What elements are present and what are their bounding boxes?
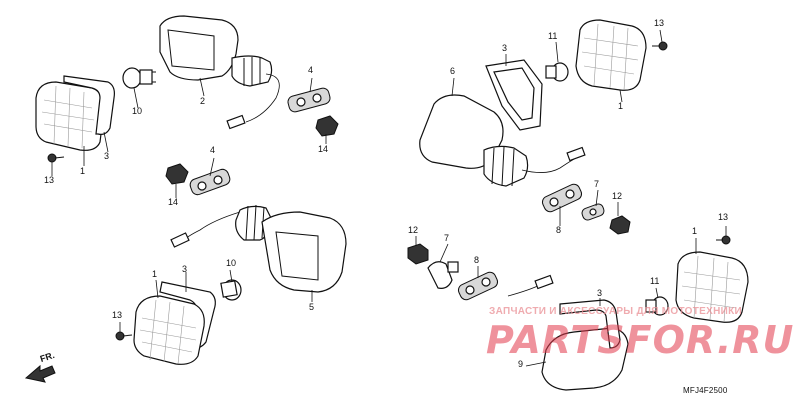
grommet-7-top bbox=[581, 203, 605, 221]
callout-11-a: 11 bbox=[548, 31, 558, 41]
callout-10-a: 10 bbox=[132, 106, 143, 116]
grommet-4-mid bbox=[189, 168, 231, 196]
bulb-11-bottom bbox=[645, 296, 669, 316]
gasket-top-left bbox=[63, 75, 115, 135]
callout-14-a: 14 bbox=[318, 144, 329, 154]
lens-front-left-bottom bbox=[133, 295, 205, 365]
callout-1-d: 1 bbox=[692, 226, 698, 236]
callout-4-b: 4 bbox=[210, 145, 216, 155]
callout-4-a: 4 bbox=[308, 65, 314, 75]
callout-12-a: 12 bbox=[612, 191, 623, 201]
callout-1-b: 1 bbox=[152, 269, 158, 279]
callout-10-b: 10 bbox=[226, 258, 237, 268]
grommet-7-bottom bbox=[427, 261, 459, 289]
callout-7-b: 7 bbox=[444, 233, 450, 243]
watermark-logo: PARTSFOR.RU bbox=[486, 318, 795, 362]
callout-3-c: 3 bbox=[502, 43, 508, 53]
watermark-tagline: ЗАПЧАСТИ И АКСЕССУАРЫ ДЛЯ МОТОТЕХНИКИ bbox=[489, 306, 742, 317]
nut-12-bottom bbox=[407, 243, 429, 265]
callout-7-a: 7 bbox=[594, 179, 600, 189]
diagram-code: MFJ4F2500 bbox=[683, 386, 728, 395]
grommet-4-top bbox=[287, 87, 331, 113]
nut-14-top bbox=[315, 115, 339, 137]
grommet-8-top bbox=[541, 183, 583, 213]
lens-right-bottom bbox=[675, 251, 749, 323]
callout-2: 2 bbox=[200, 96, 206, 106]
housing-bottom bbox=[170, 204, 347, 293]
nut-14-mid bbox=[165, 163, 189, 185]
callout-1-a: 1 bbox=[80, 166, 86, 176]
callout-9: 9 bbox=[518, 359, 524, 369]
housing-6 bbox=[419, 94, 586, 187]
callout-13-c: 13 bbox=[654, 18, 665, 28]
lens-right-top bbox=[575, 19, 647, 91]
bulb-bottom-left bbox=[220, 279, 242, 301]
bulb-11-top bbox=[545, 62, 569, 82]
callout-12-b: 12 bbox=[408, 225, 419, 235]
bulb-top-left bbox=[122, 67, 156, 89]
callout-3-a: 3 bbox=[104, 151, 110, 161]
screw-13-right-top bbox=[652, 41, 668, 51]
callout-5: 5 bbox=[309, 302, 315, 312]
front-direction-arrow bbox=[24, 364, 56, 383]
nut-12-top bbox=[609, 215, 631, 235]
screw-13-left-bottom bbox=[115, 331, 133, 341]
lens-front-left-top bbox=[35, 81, 105, 151]
callout-14-b: 14 bbox=[168, 197, 179, 207]
callout-1-c: 1 bbox=[618, 101, 624, 111]
gasket-3-right-top bbox=[485, 59, 543, 131]
grommet-8-bottom bbox=[457, 271, 499, 301]
callout-6: 6 bbox=[450, 66, 456, 76]
housing-9 bbox=[507, 274, 629, 391]
callout-8-a: 8 bbox=[556, 225, 562, 235]
callout-3-d: 3 bbox=[597, 288, 603, 298]
screw-13-right-bottom bbox=[716, 235, 731, 245]
callout-13-a: 13 bbox=[44, 175, 55, 185]
callout-13-d: 13 bbox=[718, 212, 729, 222]
housing-top bbox=[159, 15, 280, 130]
callout-leaders bbox=[51, 29, 727, 367]
callout-8-b: 8 bbox=[474, 255, 480, 265]
callout-13-b: 13 bbox=[112, 310, 123, 320]
callout-11-b: 11 bbox=[650, 276, 660, 286]
gasket-3-right-bottom bbox=[559, 299, 621, 349]
screw-13-left-top bbox=[47, 153, 65, 163]
callout-3-b: 3 bbox=[182, 264, 188, 274]
